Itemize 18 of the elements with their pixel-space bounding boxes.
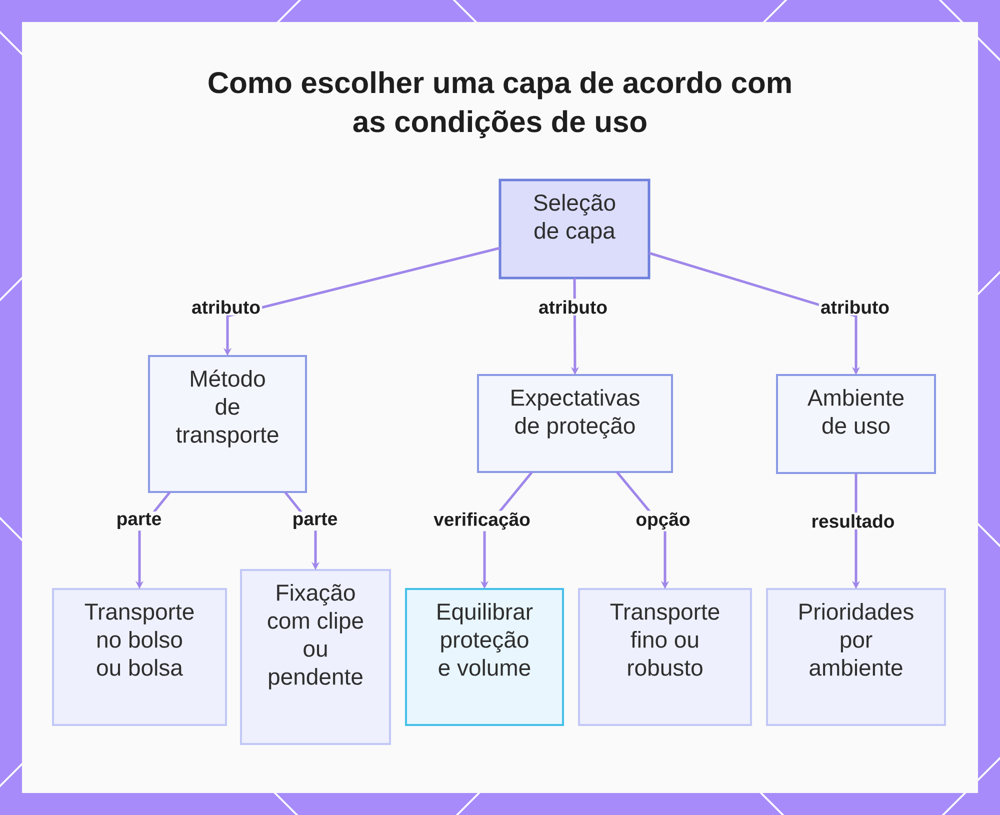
edge-label: atributo (536, 298, 610, 316)
concept-box: Expectativas de proteção (477, 374, 673, 473)
edge-label: resultado (810, 512, 896, 530)
edge-label: parte (290, 511, 340, 531)
concept-box: Seleção de capa (498, 178, 650, 280)
concept-box: Fixação com clipe ou pendente (240, 569, 391, 745)
concept-box: Transporte fino ou robusto (578, 588, 752, 726)
edge-label: atributo (818, 298, 892, 316)
concept-box: Prioridades por ambiente (766, 588, 946, 726)
concept-box: Equilibrar proteção e volume (405, 588, 564, 726)
edge-label: opção (634, 510, 692, 532)
concept-box: Transporte no bolso ou bolsa (52, 588, 227, 726)
concept-box: Método de transporte (148, 355, 307, 493)
concept-box: Ambiente de uso (776, 374, 936, 474)
edge-label: verificação (432, 510, 532, 532)
edge-label: atributo (190, 298, 262, 316)
title: Como escolher uma capa de acordo com as condições de uso (208, 71, 791, 138)
edge-label: parte (114, 511, 164, 531)
